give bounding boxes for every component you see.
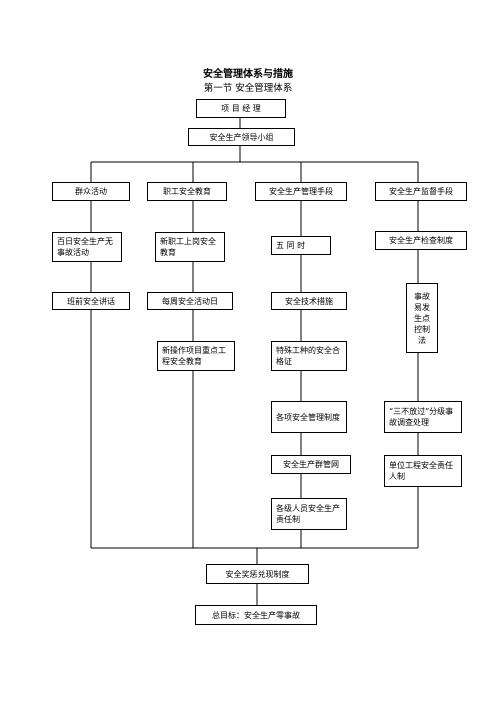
leader-group-box: 安全生产领导小组 xyxy=(188,128,295,146)
personnel-responsibility-box: 各级人员安全生产责任制 xyxy=(271,498,347,530)
five-same-box: 五 同 时 xyxy=(271,236,331,255)
unit-responsibility-box: 单位工程安全责任人制 xyxy=(384,455,462,487)
weekly-day-box: 每周安全活动日 xyxy=(147,292,233,310)
supervision-means-box: 安全生产监督手段 xyxy=(375,182,467,201)
management-means-box: 安全生产管理手段 xyxy=(255,182,347,201)
reward-system-box: 安全奖惩兑现制度 xyxy=(206,564,309,584)
three-not-pass-box: “三不放过”分级事故调查处理 xyxy=(384,401,462,433)
accident-control-box: 事故易发生点控制法 xyxy=(406,283,438,353)
inspection-system-box: 安全生产检查制度 xyxy=(375,231,467,250)
tech-measures-box: 安全技术措施 xyxy=(271,292,347,310)
new-operation-box: 新操作项目重点工程安全教育 xyxy=(157,341,235,371)
mass-activity-box: 群众活动 xyxy=(52,182,130,201)
management-system-box: 各项安全管理制度 xyxy=(271,401,347,433)
mass-network-box: 安全生产群管网 xyxy=(271,455,351,474)
staff-education-box: 职工安全教育 xyxy=(147,182,227,201)
hundred-days-box: 百日安全生产无事故活动 xyxy=(52,232,122,262)
project-manager-box: 项 目 经 理 xyxy=(196,99,286,118)
team-talk-box: 班前安全讲话 xyxy=(52,292,130,310)
new-staff-box: 新职工上岗安全教育 xyxy=(155,232,225,262)
goal-box: 总目标：安全生产零事故 xyxy=(195,605,317,625)
special-work-box: 特殊工种的安全合格证 xyxy=(271,341,347,371)
page-title: 安全管理体系与措施 xyxy=(203,69,293,80)
page-subtitle: 第一节 安全管理体系 xyxy=(203,83,293,94)
